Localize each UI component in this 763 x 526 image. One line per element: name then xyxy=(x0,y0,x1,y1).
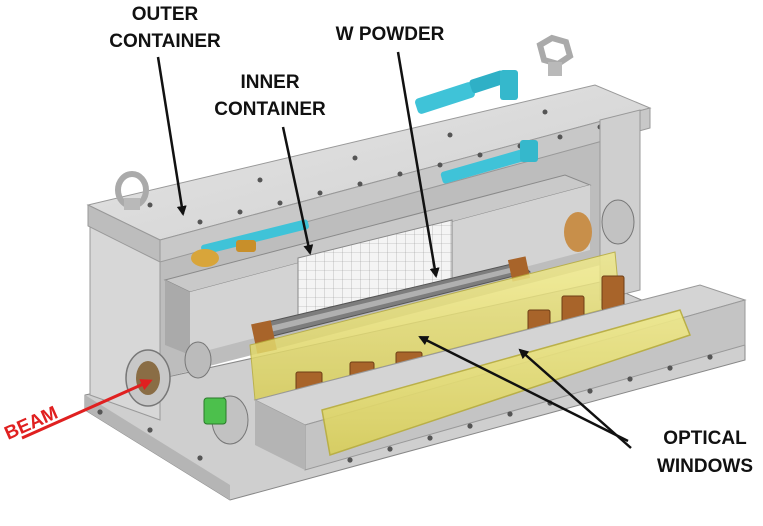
arrow-outer-container xyxy=(156,56,187,216)
arrow-optical-window-front xyxy=(518,348,632,449)
gas-fitting-inner xyxy=(440,140,538,184)
label-outer-line2: CONTAINER xyxy=(109,31,221,52)
optical-window-front xyxy=(321,309,691,456)
label-w-powder: W POWDER xyxy=(336,24,445,45)
beam-flange xyxy=(125,349,171,407)
label-optical-line1: OPTICAL xyxy=(663,428,747,449)
gas-fitting-left xyxy=(191,219,309,267)
outer-front-left xyxy=(255,400,305,470)
inner-container-front xyxy=(165,280,190,355)
base-plate-front xyxy=(85,395,230,500)
w-powder-bed xyxy=(262,266,522,333)
green-connector xyxy=(203,397,227,425)
label-outer-line1: OUTER xyxy=(132,4,199,25)
label-optical-line2: WINDOWS xyxy=(657,456,753,477)
arrow-w-powder xyxy=(396,51,440,278)
right-flange xyxy=(564,199,635,252)
arrow-inner-container xyxy=(281,126,314,255)
label-inner-line2: CONTAINER xyxy=(214,99,326,120)
lid-bolt-holes xyxy=(147,109,603,225)
arrow-optical-window-back xyxy=(418,335,629,443)
gas-fitting-top xyxy=(415,70,518,114)
label-inner-line1: INNER xyxy=(240,72,299,93)
lifting-eye-right xyxy=(536,34,574,76)
beam-arrow xyxy=(21,379,153,440)
label-beam: BEAM xyxy=(1,403,61,445)
lifting-eye-left xyxy=(115,171,149,210)
